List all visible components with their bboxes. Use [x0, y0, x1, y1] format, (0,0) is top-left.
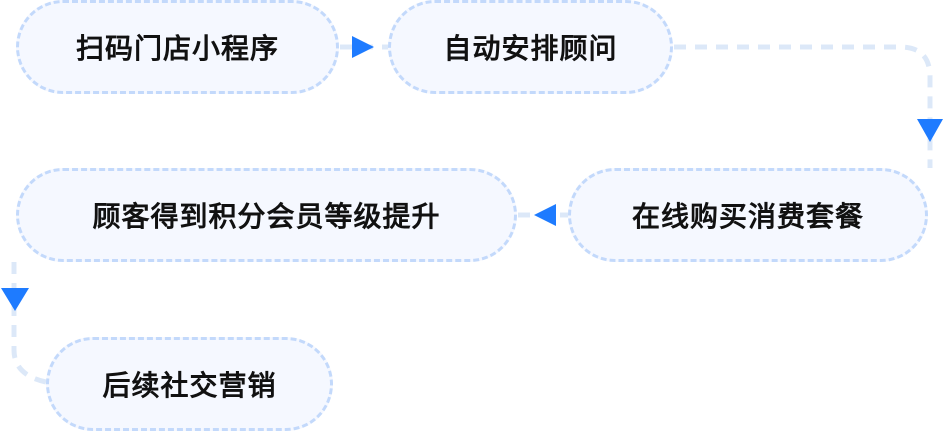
connector-4-5: [11, 262, 47, 385]
step-scan-miniprogram: 扫码门店小程序: [16, 0, 339, 94]
step-label: 后续社交营销: [102, 369, 277, 402]
step-label: 自动安排顾问: [443, 32, 618, 65]
step-social-marketing: 后续社交营销: [46, 337, 333, 431]
step-assign-advisor: 自动安排顾问: [388, 0, 673, 94]
step-label: 扫码门店小程序: [75, 32, 279, 65]
arrow-down-icon: [917, 119, 943, 142]
step-earn-points: 顾客得到积分会员等级提升: [16, 168, 517, 262]
arrow-right-icon: [352, 36, 374, 58]
arrow-down-icon: [1, 288, 29, 311]
step-label: 在线购买消费套餐: [631, 200, 864, 233]
step-label: 顾客得到积分会员等级提升: [92, 200, 441, 233]
connector-2-3: [674, 44, 933, 168]
arrow-left-icon: [534, 204, 556, 226]
step-buy-package: 在线购买消费套餐: [568, 168, 928, 262]
